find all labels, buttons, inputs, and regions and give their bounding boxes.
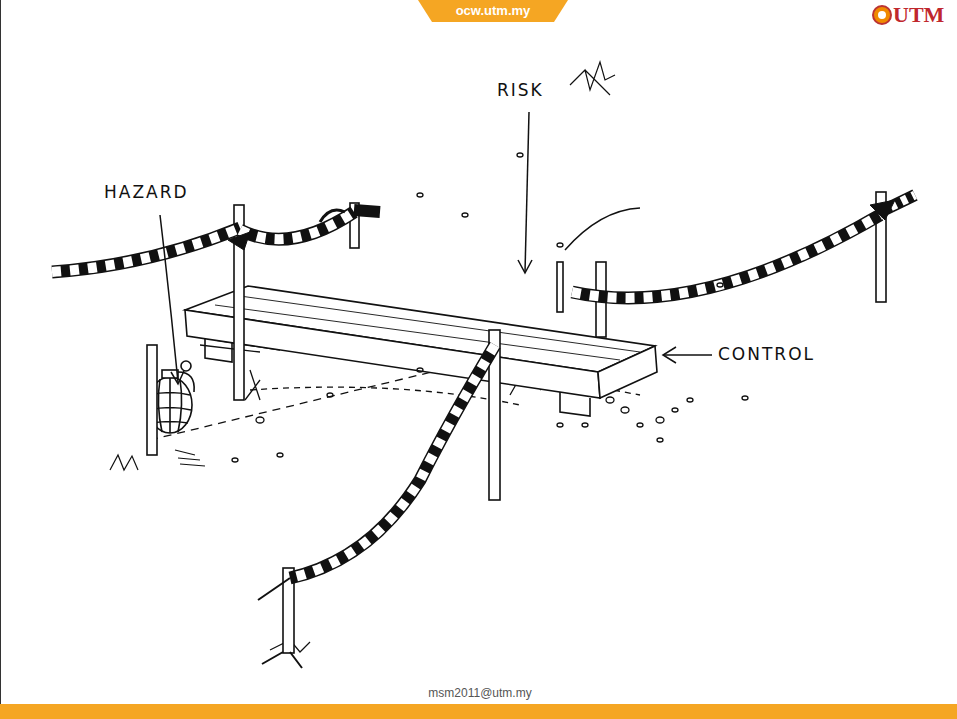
frame-line [0,0,1,706]
plank-bridge [185,286,657,416]
ground-pebbles [232,153,748,462]
leader-arrow [160,112,712,384]
text-label: HAZARD [104,182,189,202]
header-text: ocw.utm.my [418,3,568,18]
text-label: msm2011@utm.my [428,686,531,700]
logo-emblem [878,11,886,19]
caution-tape [52,195,915,668]
text-label: RISK [497,80,544,100]
logo-emblem [873,6,891,24]
grass-strokes [110,62,615,652]
text-label: UTM [893,2,944,28]
footer-bar [0,704,957,719]
text-label: CONTROL [718,344,815,364]
barrier-post [147,192,886,653]
header-tab: ocw.utm.my [418,0,568,22]
tab-shape [418,0,568,22]
